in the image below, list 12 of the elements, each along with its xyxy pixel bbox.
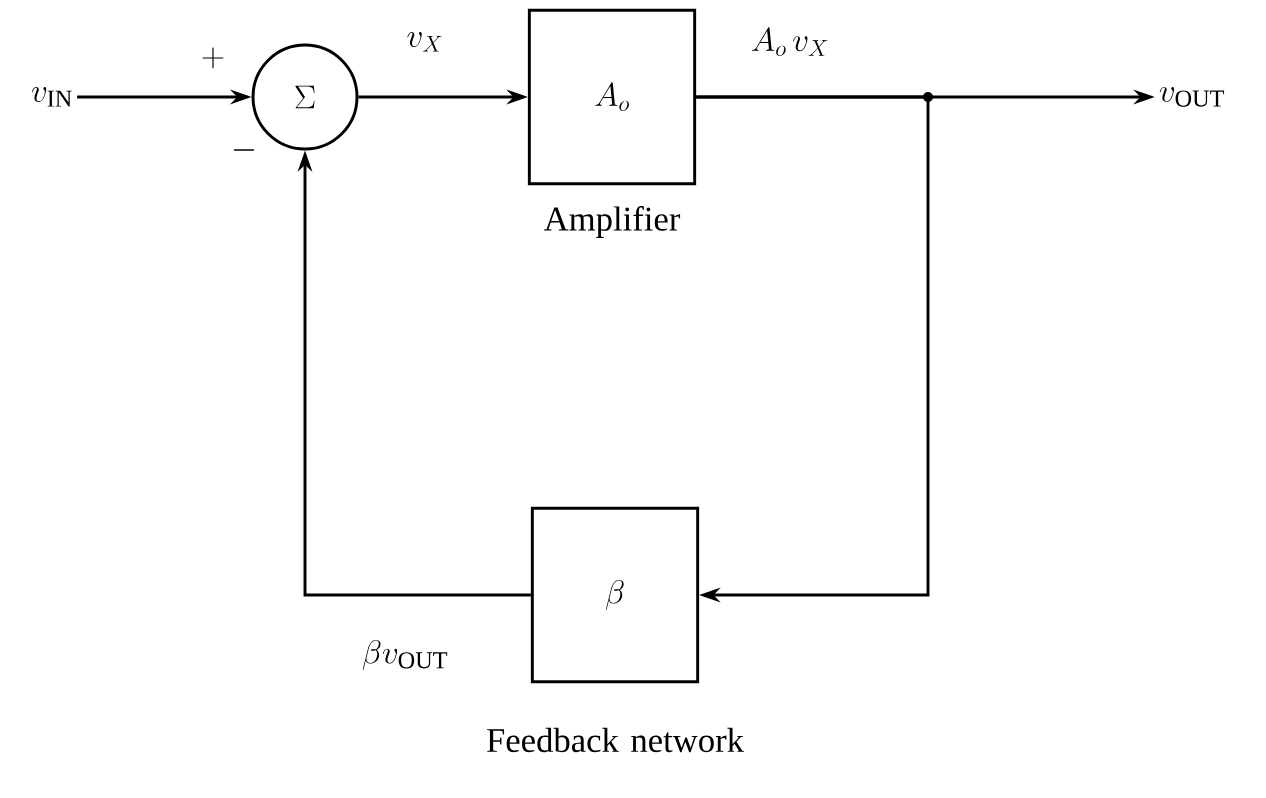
sign-label: $+$ [202,47,224,69]
sign-label: $-$ [233,149,255,151]
edge-label: $A_o\,v_X$ [748,25,832,59]
arrow [696,95,930,603]
edge-label: $v_X$ [403,29,447,55]
signal-label: $v_{\mathrm{OUT}}$ [1159,86,1225,107]
block-caption: Amplifier [544,206,681,238]
block-caption: Feedback network [487,727,744,753]
block-box: $A_o$ [527,8,697,186]
edge-label: $\beta v_{\mathrm{OUT}}$ [359,637,451,673]
block-box: $\beta$ [530,506,700,684]
signal-label: $v_{\mathrm{IN}}$ [31,87,72,107]
